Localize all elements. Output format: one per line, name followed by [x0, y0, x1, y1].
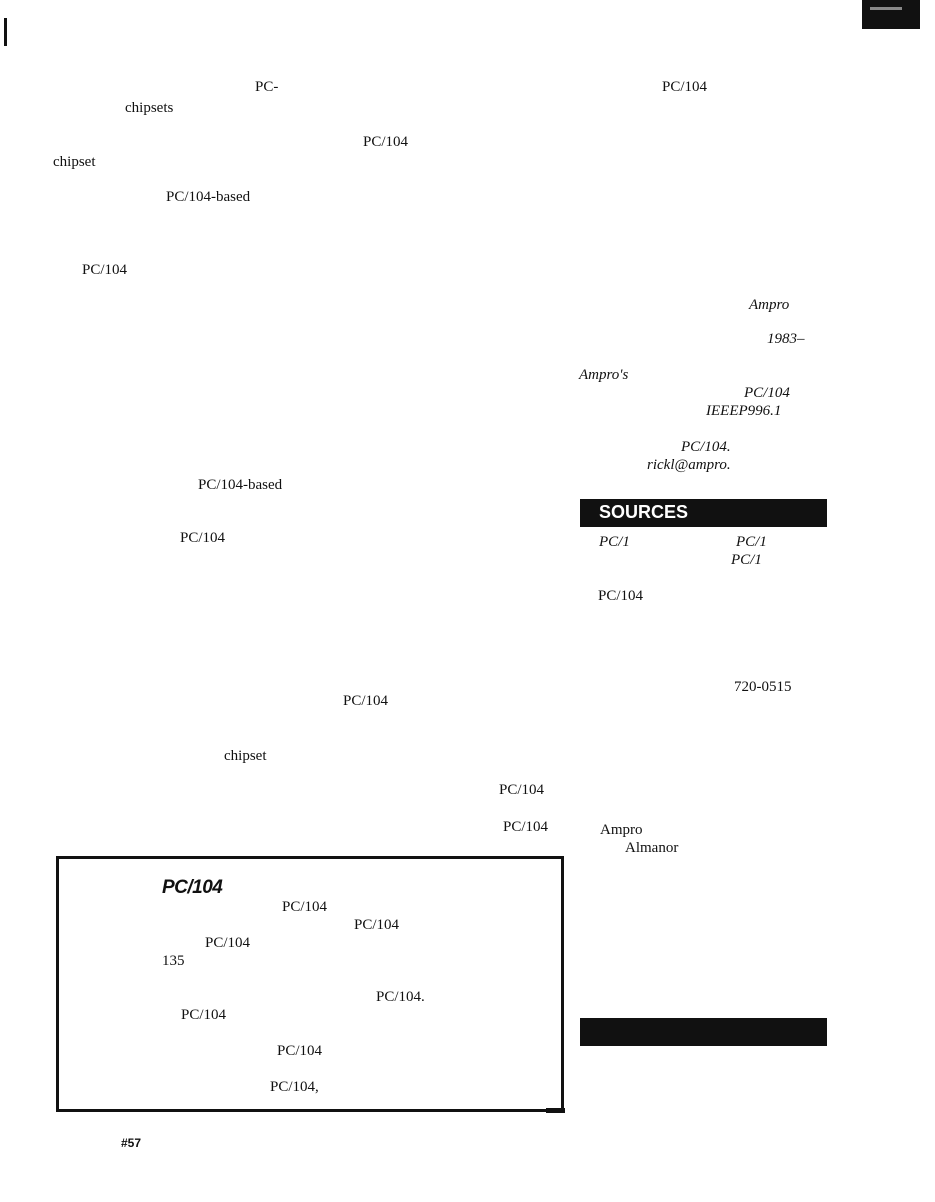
box-text-fragment: PC/104: [205, 935, 251, 951]
box-text-fragment: PC/104: [181, 1007, 227, 1023]
text-fragment: Ampro: [749, 297, 790, 313]
text-fragment: PC-: [255, 79, 279, 95]
box-text-fragment: PC/104: [354, 917, 400, 933]
margin-rule: [4, 18, 7, 46]
text-fragment: PC/104-based: [166, 189, 251, 205]
text-fragment: chipset: [53, 154, 96, 170]
box-text-fragment: PC/104: [282, 899, 328, 915]
sidebar-box-title: PC/104: [162, 877, 223, 898]
text-fragment: PC/104: [744, 385, 790, 401]
sources-heading-bar: [580, 499, 827, 527]
section-heading-bar: [580, 1018, 827, 1046]
sidebar-box: [56, 856, 564, 1112]
text-fragment: PC/104: [499, 782, 545, 798]
corner-tab-mark: [862, 0, 920, 29]
text-fragment: PC/104: [180, 530, 226, 546]
text-fragment: PC/104: [82, 262, 128, 278]
text-fragment: PC/104: [363, 134, 409, 150]
page-number: #57: [121, 1136, 142, 1150]
text-fragment: IEEEP996.1: [706, 403, 782, 419]
sources-text-fragment: 720-0515: [734, 679, 792, 695]
sources-text-fragment: Almanor: [625, 840, 679, 856]
sources-text-fragment: PC/104: [598, 588, 644, 604]
sources-heading: SOURCES: [599, 502, 689, 522]
text-fragment: PC/104-based: [198, 477, 283, 493]
sources-text-fragment: PC/1: [599, 534, 630, 550]
box-text-fragment: PC/104: [277, 1043, 323, 1059]
box-text-fragment: PC/104.: [376, 989, 425, 1005]
text-fragment: 1983–: [767, 331, 805, 347]
sources-text-fragment: PC/1: [731, 552, 762, 568]
text-fragment: PC/104.: [681, 439, 731, 455]
text-fragment: chipset: [224, 748, 267, 764]
sources-text-fragment: Ampro: [600, 822, 643, 838]
text-fragment: rickl@ampro.: [647, 457, 731, 473]
sources-text-fragment: PC/1: [736, 534, 767, 550]
text-fragment: PC/104: [343, 693, 389, 709]
text-fragment: Ampro's: [579, 367, 629, 383]
sidebar-box-corner: [546, 1108, 565, 1113]
box-text-fragment: PC/104,: [270, 1079, 319, 1095]
box-text-fragment: 135: [162, 953, 185, 969]
text-fragment: chipsets: [125, 100, 174, 116]
text-fragment: PC/104: [503, 819, 549, 835]
text-fragment: PC/104: [662, 79, 708, 95]
